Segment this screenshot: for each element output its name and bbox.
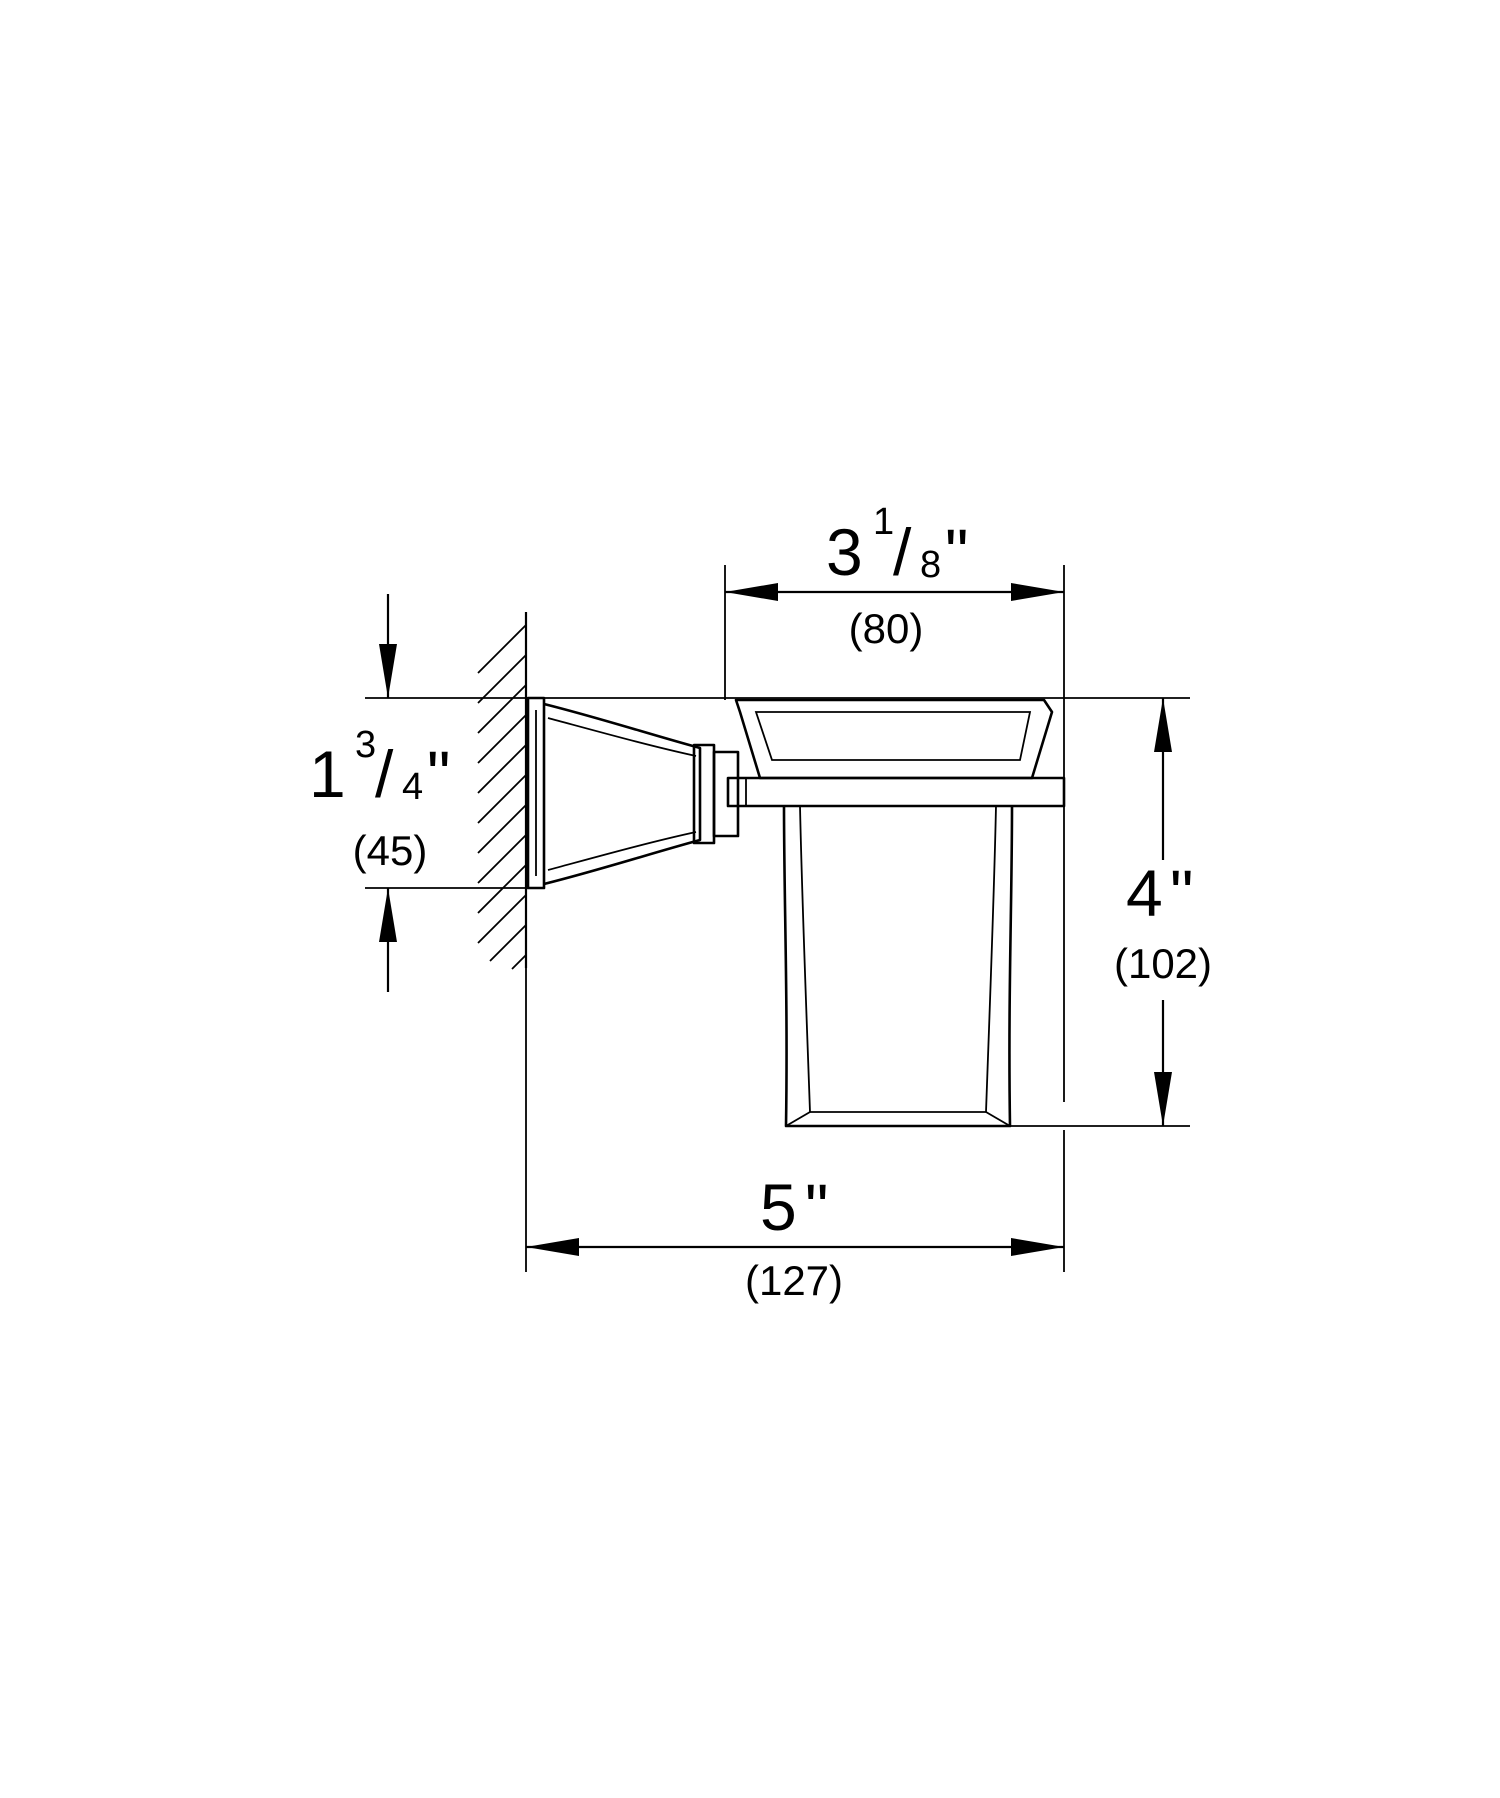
arrow-down [1154,1072,1172,1126]
glass-body [782,805,1014,1128]
projection-metric: (127) [745,1257,843,1304]
bracket-arm [543,702,702,886]
arrow-left [526,1238,579,1256]
dimension-glass-width: 3 1 / 8 " (80) [725,501,1064,652]
arrow-right [1011,1238,1064,1256]
height-metric: (102) [1114,940,1212,987]
wall-hatching [477,624,527,970]
glass-tumbler [734,698,1054,1128]
height-label: 4 " [1126,856,1193,930]
arrow-right [1011,583,1064,601]
wall [477,612,528,970]
arrow-up [1154,698,1172,752]
glass-width-metric: (80) [849,605,924,652]
clamp-collar [692,743,716,845]
dimension-projection: 5 " (127) [526,1170,1064,1304]
arrow-left [725,583,778,601]
extension-lines [365,565,1190,1272]
wall-bracket [526,696,740,890]
holder-ring [726,776,1066,808]
rosette-height-label: 1 3 / 4 " [309,724,450,811]
clamp-block [712,750,740,838]
glass-width-label: 3 1 / 8 " [826,501,968,589]
dimension-rosette-height: 1 3 / 4 " (45) [309,594,450,992]
holder-ring-band [726,776,1066,808]
projection-label: 5 " [760,1170,828,1244]
glass-rim [734,698,1054,780]
dimension-height: 4 " (102) [1105,698,1223,1126]
arrow-up [379,888,397,942]
rosette-height-metric: (45) [353,827,428,874]
arrow-down [379,644,397,698]
